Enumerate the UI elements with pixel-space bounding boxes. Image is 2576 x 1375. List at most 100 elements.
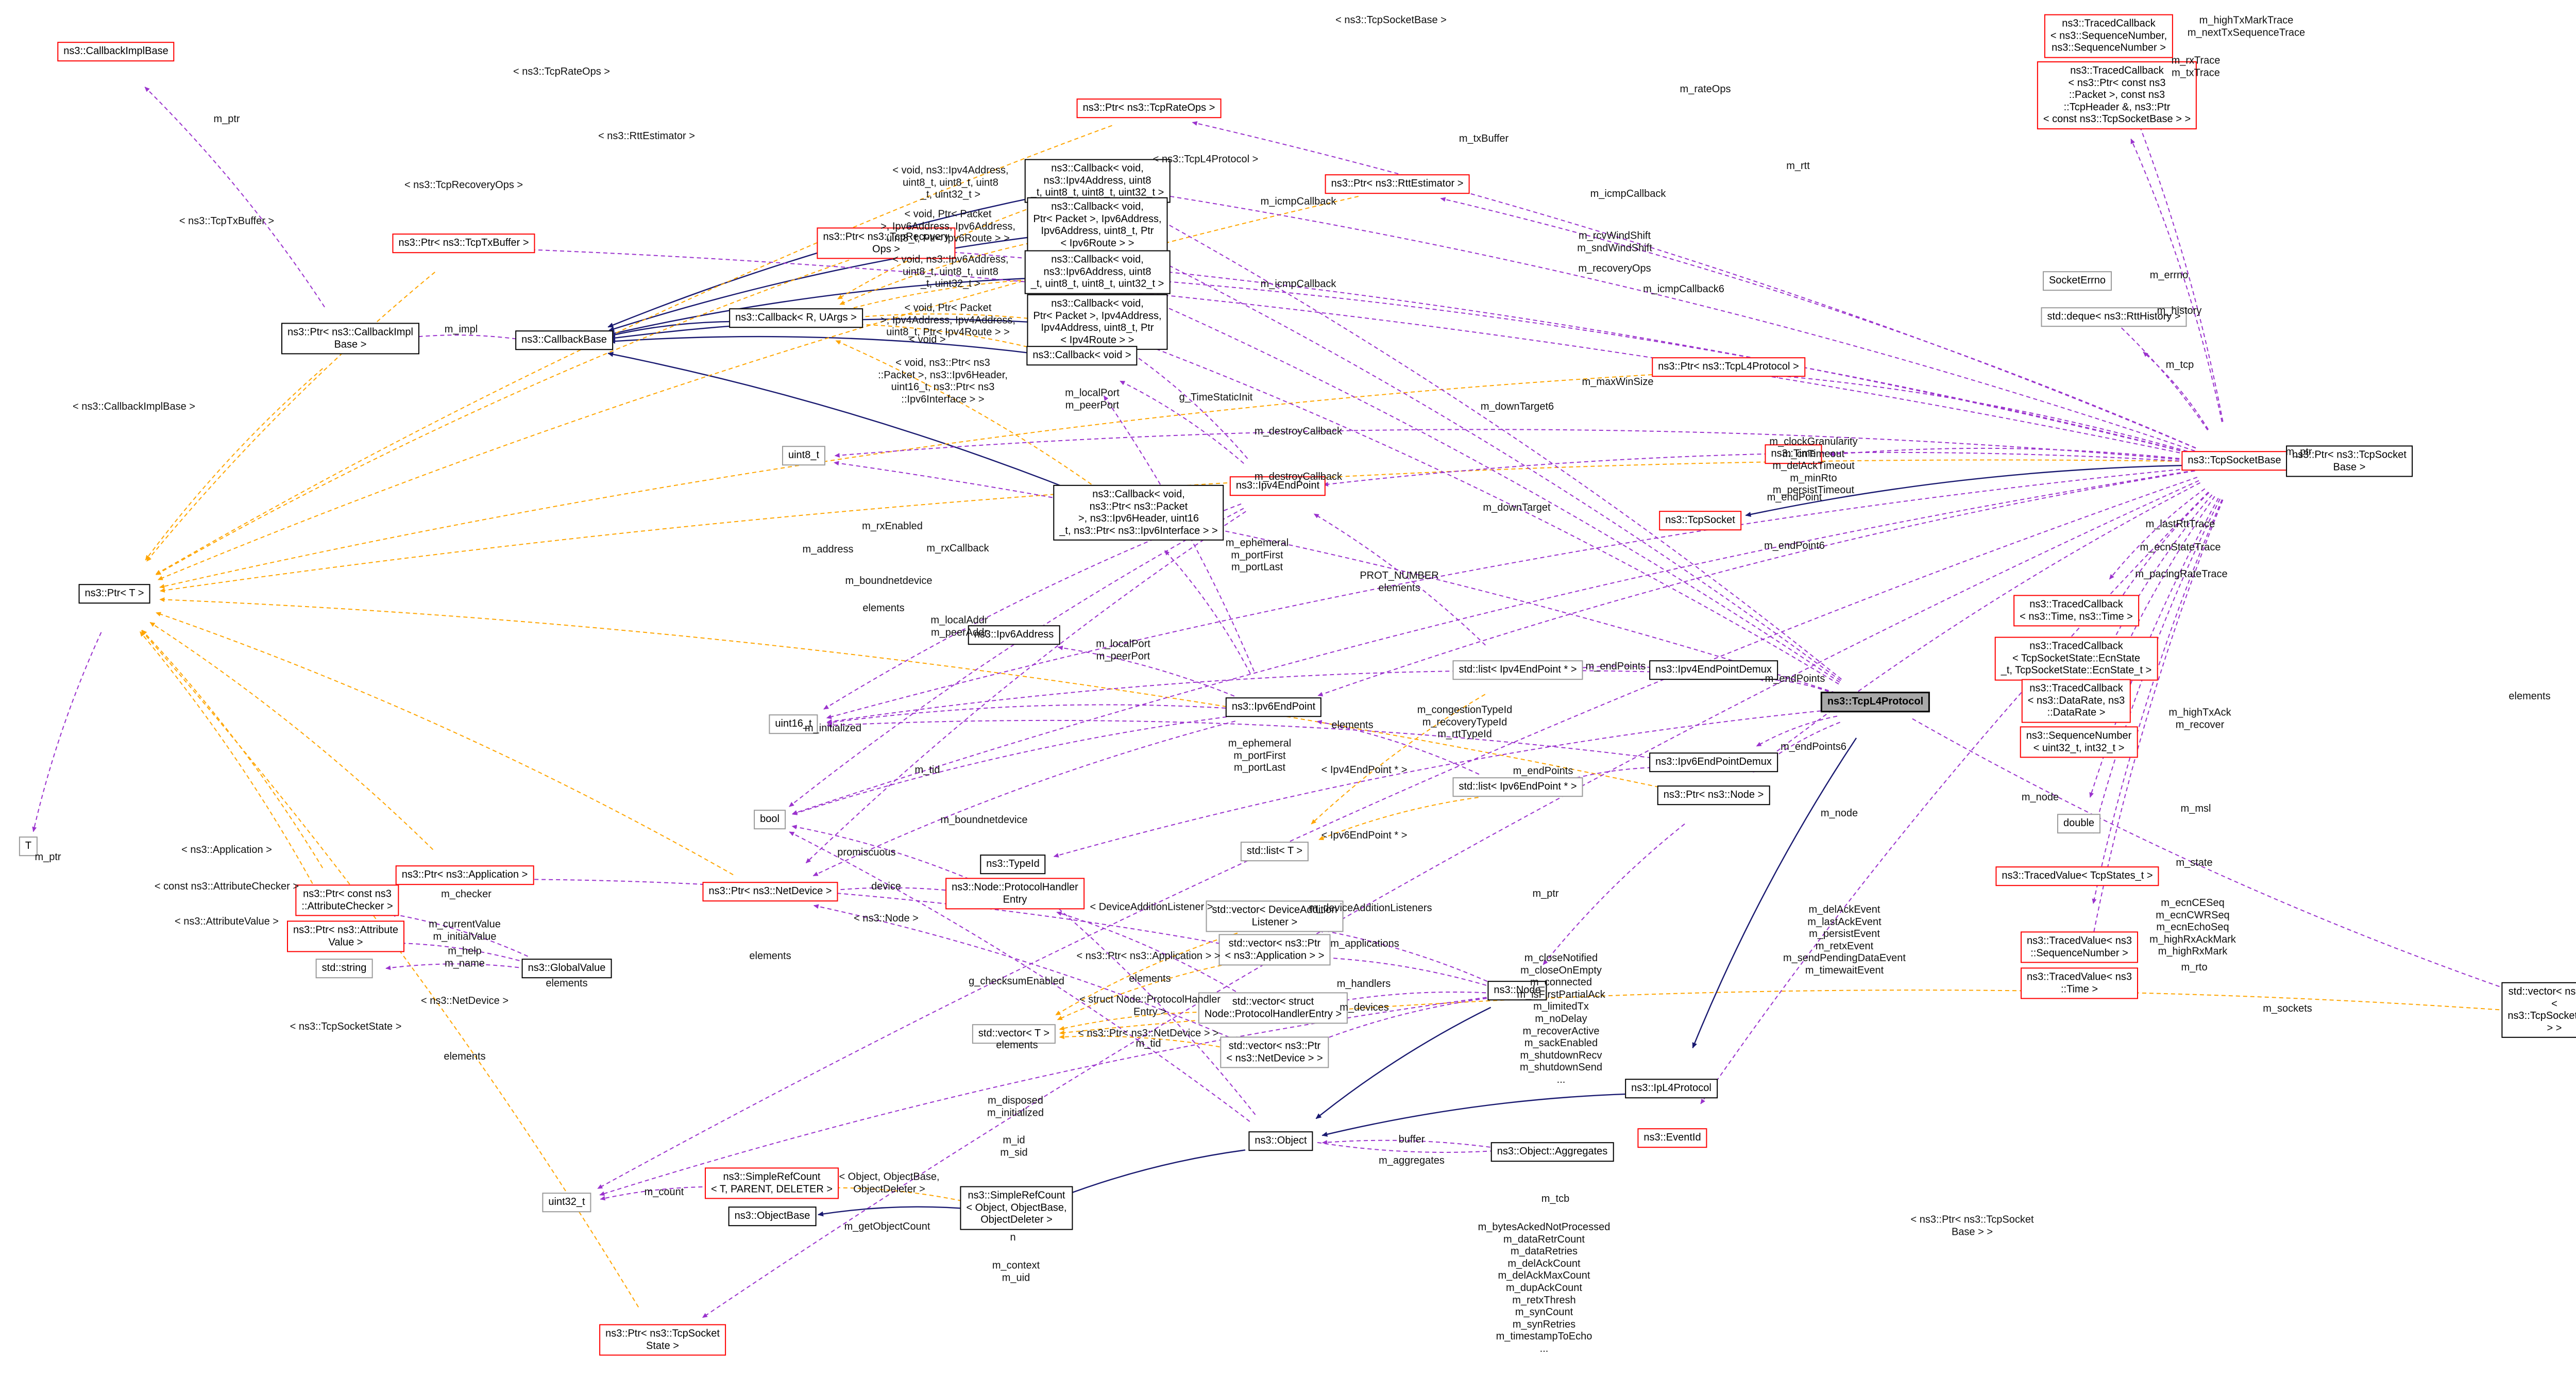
node-ipv6endpoint[interactable]: ns3::Ipv6EndPoint xyxy=(1225,697,1322,717)
node-t_box[interactable]: T xyxy=(19,836,38,856)
edge-label-42: m_localAddr m_peerAddr xyxy=(930,614,988,638)
node-tcpl4protocol[interactable]: ns3::TcpL4Protocol xyxy=(1820,692,1930,712)
node-tv_time[interactable]: ns3::TracedValue< ns3 ::Time > xyxy=(2020,967,2139,999)
edge-tcpl4protocol-to-cb4pkt xyxy=(1138,342,1839,685)
edge-node-to-vec_netdevices xyxy=(1318,998,1487,1042)
node-ipv6demux[interactable]: ns3::Ipv6EndPointDemux xyxy=(1649,752,1778,772)
node-string[interactable]: std::string xyxy=(315,959,373,978)
node-cb_void[interactable]: ns3::Callback< void > xyxy=(1026,346,1138,365)
edge-ptr_callbackimplbase-to-ptr_t xyxy=(145,368,324,561)
node-vec_socketbase[interactable]: std::vector< ns3::Ptr < ns3::TcpSocketBa… xyxy=(2501,982,2576,1038)
edge-label-5: < ns3::TcpRecoveryOps > xyxy=(404,179,523,191)
node-ipv6address[interactable]: ns3::Ipv6Address xyxy=(968,625,1060,645)
node-tc_datarate[interactable]: ns3::TracedCallback < ns3::DataRate, ns3… xyxy=(2021,679,2131,723)
node-cb6[interactable]: ns3::Callback< void, ns3::Ipv6Address, u… xyxy=(1024,250,1171,294)
node-ptr_callbackimplbase[interactable]: ns3::Ptr< ns3::CallbackImpl Base > xyxy=(281,323,419,355)
node-simplerefcount_t[interactable]: ns3::SimpleRefCount < T, PARENT, DELETER… xyxy=(704,1167,839,1199)
node-rtthistory[interactable]: std::deque< ns3::RttHistory > xyxy=(2041,307,2187,327)
node-ipv4endpoint[interactable]: ns3::Ipv4EndPoint xyxy=(1229,476,1326,496)
edge-label-79: buffer xyxy=(1398,1134,1425,1146)
node-time[interactable]: ns3::Time xyxy=(1765,444,1822,464)
node-ptr_attrvalue[interactable]: ns3::Ptr< ns3::Attribute Value > xyxy=(287,920,404,952)
node-tc_ecn[interactable]: ns3::TracedCallback < TcpSocketState::Ec… xyxy=(1994,636,2158,681)
node-cb6pkt[interactable]: ns3::Callback< void, Ptr< Packet >, Ipv6… xyxy=(1027,197,1168,254)
node-simplerefcount_obj[interactable]: ns3::SimpleRefCount < Object, ObjectBase… xyxy=(960,1186,1073,1230)
node-ptr_tcpsocketstate[interactable]: ns3::Ptr< ns3::TcpSocket State > xyxy=(599,1324,726,1356)
node-cb6hdr[interactable]: ns3::Callback< void, ns3::Ptr< ns3::Pack… xyxy=(1053,484,1224,541)
node-ptr_application[interactable]: ns3::Ptr< ns3::Application > xyxy=(395,865,534,885)
edge-cb_void-to-cb_ruargs xyxy=(841,322,1042,351)
node-vec_apps[interactable]: std::vector< ns3::Ptr < ns3::Application… xyxy=(1218,934,1331,966)
node-tc_time[interactable]: ns3::TracedCallback < ns3::Time, ns3::Ti… xyxy=(2013,595,2139,627)
node-tc_pkt[interactable]: ns3::TracedCallback < ns3::Ptr< const ns… xyxy=(2037,61,2197,129)
node-uint32[interactable]: uint32_t xyxy=(542,1193,591,1212)
edge-label-15: m_icmpCallback6 xyxy=(1643,283,1724,295)
node-tv_tcpstates[interactable]: ns3::TracedValue< TcpStates_t > xyxy=(1995,866,2159,886)
edge-label-26: m_localPort m_peerPort xyxy=(1065,387,1120,411)
node-eventid[interactable]: ns3::EventId xyxy=(1637,1128,1707,1148)
node-objectbase[interactable]: ns3::ObjectBase xyxy=(728,1206,817,1226)
node-cb4[interactable]: ns3::Callback< void, ns3::Ipv4Address, u… xyxy=(1024,159,1171,203)
node-callbackimplbase[interactable]: ns3::CallbackImplBase xyxy=(57,42,175,61)
edge-label-66: m_applications xyxy=(1330,938,1399,950)
node-ptr_tcpsocketbase[interactable]: ns3::Ptr< ns3::TcpSocket Base > xyxy=(2286,445,2413,477)
node-ptr_netdevice[interactable]: ns3::Ptr< ns3::NetDevice > xyxy=(702,882,838,901)
node-ptr_attrchecker[interactable]: ns3::Ptr< const ns3 ::AttributeChecker > xyxy=(295,884,399,916)
edge-label-1: < ns3::TcpRateOps > xyxy=(513,66,610,78)
node-callbackbase[interactable]: ns3::CallbackBase xyxy=(515,330,613,350)
node-ptr_tcprecoveryops[interactable]: ns3::Ptr< ns3::TcpRecovery Ops > xyxy=(817,227,956,259)
edge-label-71: m_devices xyxy=(1340,1002,1389,1014)
edge-label-96: < ns3::NetDevice > xyxy=(420,995,509,1007)
edge-label-77: m_closeNotified m_closeOnEmpty m_connect… xyxy=(1517,952,1605,1086)
node-ptr_tcpl4[interactable]: ns3::Ptr< ns3::TcpL4Protocol > xyxy=(1652,357,1805,377)
node-ptr_t[interactable]: ns3::Ptr< T > xyxy=(78,584,150,603)
node-aggregates[interactable]: ns3::Object::Aggregates xyxy=(1490,1142,1614,1162)
node-vec_netdevices[interactable]: std::vector< ns3::Ptr < ns3::NetDevice >… xyxy=(1220,1036,1329,1068)
edge-label-16: m_rcvWindShift m_sndWindShift xyxy=(1577,230,1652,254)
node-socketerrno[interactable]: SocketErrno xyxy=(2042,271,2112,291)
edge-tcpsocketbase-to-cb4 xyxy=(1141,190,2195,452)
edge-ptr_rttestimator-to-ptr_t xyxy=(157,196,1359,580)
edge-label-73: m_tid xyxy=(1136,1038,1161,1050)
edge-label-51: m_endPoints6 xyxy=(1781,741,1846,753)
node-double[interactable]: double xyxy=(2057,814,2101,833)
node-seqnum32[interactable]: ns3::SequenceNumber < uint32_t, int32_t … xyxy=(2020,726,2138,758)
node-ptr_tcprateops[interactable]: ns3::Ptr< ns3::TcpRateOps > xyxy=(1076,98,1222,118)
edge-label-68: g_checksumEnabled xyxy=(969,976,1064,987)
node-object[interactable]: ns3::Object xyxy=(1248,1131,1313,1151)
node-list_t[interactable]: std::list< T > xyxy=(1240,842,1309,861)
node-bool[interactable]: bool xyxy=(754,810,786,829)
edge-tcpl4protocol-to-ipv4demux xyxy=(1758,676,1836,695)
edge-label-86: m_bytesAckedNotProcessed m_dataRetrCount… xyxy=(1478,1221,1611,1355)
node-globalvalue[interactable]: ns3::GlobalValue xyxy=(521,959,612,978)
node-tv_seq[interactable]: ns3::TracedValue< ns3 ::SequenceNumber > xyxy=(2020,931,2139,963)
node-tcpsocket[interactable]: ns3::TcpSocket xyxy=(1659,511,1741,530)
node-uint16[interactable]: uint16_t xyxy=(769,714,818,734)
node-cb4pkt[interactable]: ns3::Callback< void, Ptr< Packet >, Ipv4… xyxy=(1027,294,1168,350)
node-ptr_rttestimator[interactable]: ns3::Ptr< ns3::RttEstimator > xyxy=(1325,174,1470,194)
node-nodeprotohandler[interactable]: ns3::Node::ProtocolHandler Entry xyxy=(945,878,1084,910)
node-cb_ruargs[interactable]: ns3::Callback< R, UArgs > xyxy=(729,308,863,328)
node-vec_devlisteners[interactable]: std::vector< DeviceAddition Listener > xyxy=(1206,900,1344,932)
node-tcpsocketbase[interactable]: ns3::TcpSocketBase xyxy=(2181,451,2287,471)
edge-tcpsocketbase-to-uint8 xyxy=(834,429,2194,461)
node-list_ipv6endpoints[interactable]: std::list< Ipv6EndPoint * > xyxy=(1452,777,1583,797)
node-uint8[interactable]: uint8_t xyxy=(782,446,826,465)
edge-object-to-simplerefcount_obj xyxy=(1060,1149,1246,1198)
edge-label-58: m_boundnetdevice xyxy=(940,814,1028,826)
node-ipv4demux[interactable]: ns3::Ipv4EndPointDemux xyxy=(1649,660,1778,680)
node-ptr_tcptxbuffer[interactable]: ns3::Ptr< ns3::TcpTxBuffer > xyxy=(392,233,535,253)
node-typeid[interactable]: ns3::TypeId xyxy=(980,854,1046,874)
node-vec_protohandlers[interactable]: std::vector< struct Node::ProtocolHandle… xyxy=(1198,992,1348,1024)
edge-label-17: m_recoveryOps xyxy=(1578,263,1651,275)
edge-ptr_tcptxbuffer-to-ptr_t xyxy=(146,272,435,562)
node-ipl4protocol[interactable]: ns3::IpL4Protocol xyxy=(1625,1079,1718,1098)
edge-ptr_attrvalue-to-ptr_t xyxy=(140,631,324,903)
node-tc_seq[interactable]: ns3::TracedCallback < ns3::SequenceNumbe… xyxy=(2044,14,2174,58)
node-list_ipv4endpoints[interactable]: std::list< Ipv4EndPoint * > xyxy=(1452,660,1583,680)
node-ptr_node[interactable]: ns3::Ptr< ns3::Node > xyxy=(1657,785,1770,805)
edge-nodeprotohandler-to-bool xyxy=(791,825,976,883)
node-vector_t[interactable]: std::vector< T > xyxy=(972,1024,1056,1044)
edge-tcpl4protocol-to-cb6pkt xyxy=(1136,248,1841,681)
node-node[interactable]: ns3::Node xyxy=(1487,981,1547,1000)
